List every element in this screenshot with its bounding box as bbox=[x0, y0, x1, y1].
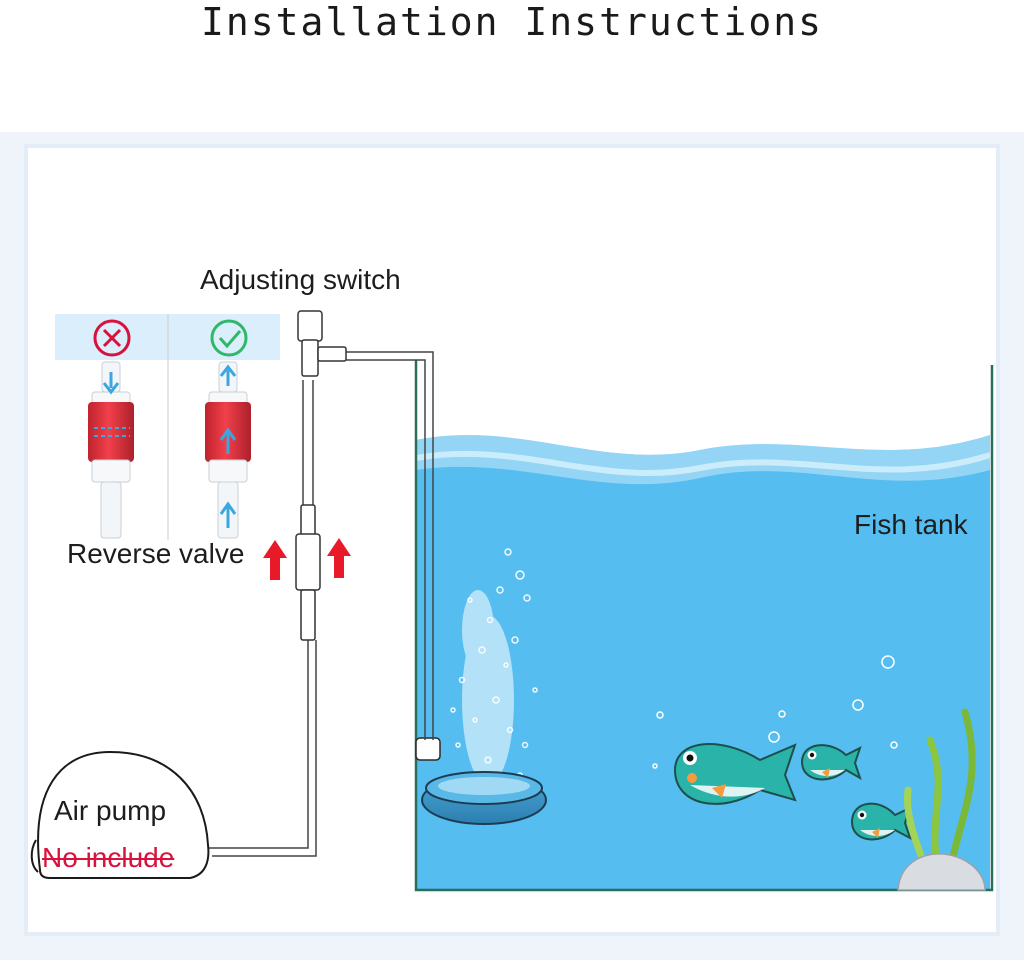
fish-medium bbox=[800, 744, 862, 781]
red-up-arrow-icon bbox=[263, 540, 287, 580]
air-pump bbox=[30, 750, 210, 879]
inline-check-valve bbox=[295, 504, 321, 641]
air-stone bbox=[415, 737, 547, 825]
reverse-valve-label: Reverse valve bbox=[67, 538, 245, 569]
air-pump-label: Air pump bbox=[54, 795, 167, 826]
no-include-label: No include bbox=[42, 842, 175, 873]
fish-tank-label: Fish tank bbox=[854, 509, 968, 540]
bubble-cloud bbox=[462, 590, 514, 785]
fish-small bbox=[850, 802, 912, 841]
fish-tank bbox=[414, 360, 994, 892]
red-up-arrow-icon bbox=[327, 538, 351, 578]
valve-comparison bbox=[55, 314, 280, 540]
page-title: Installation Instructions bbox=[201, 0, 823, 44]
reverse-valve-wrong bbox=[88, 361, 134, 539]
adjusting-switch-label: Adjusting switch bbox=[200, 264, 401, 295]
fish-large bbox=[673, 743, 797, 805]
rock bbox=[897, 853, 986, 891]
adjusting-switch bbox=[297, 310, 347, 377]
air-tubing bbox=[205, 351, 434, 857]
check-circle-icon bbox=[210, 319, 248, 357]
x-circle-icon bbox=[93, 319, 131, 357]
loose-bubbles bbox=[652, 655, 898, 769]
reverse-valve-right bbox=[205, 361, 251, 539]
